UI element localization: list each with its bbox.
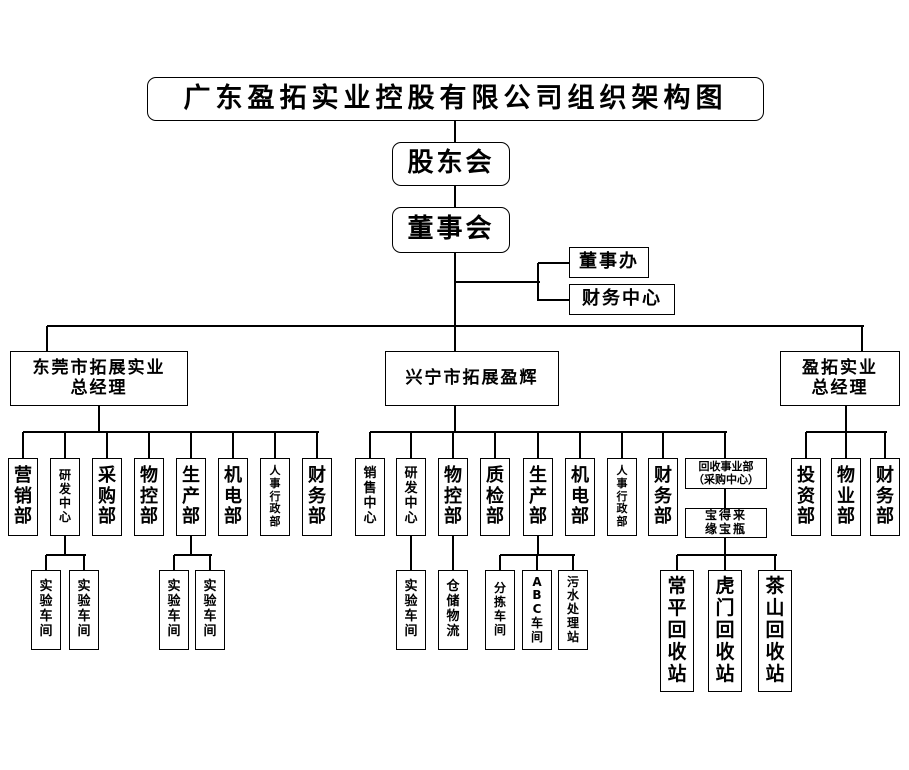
dept-box: 机电部: [218, 458, 248, 536]
connector-line: [662, 432, 664, 459]
connector-line: [410, 536, 412, 571]
connector-line: [805, 432, 807, 459]
connector-line: [45, 555, 47, 571]
sub-unit-box: 分拣车间: [485, 570, 515, 650]
connector-line: [724, 555, 726, 571]
connector-line: [106, 432, 108, 459]
dept-box: 研发中心: [396, 458, 426, 536]
connector-line: [64, 536, 66, 556]
recycle-division-box: 回收事业部 （采购中心）: [685, 458, 767, 489]
dept-box: 生产部: [176, 458, 206, 536]
recycle-sub-box: 宝得来 缘宝瓶: [685, 508, 767, 538]
connector-line: [677, 554, 777, 556]
connector-line: [884, 432, 886, 459]
dept-box: 营销部: [8, 458, 38, 536]
connector-line: [209, 555, 211, 571]
connector-line: [23, 431, 319, 433]
sub-unit-box: 实验车间: [159, 570, 189, 650]
connector-line: [845, 406, 847, 433]
connector-line: [572, 555, 574, 571]
dept-box: 机电部: [565, 458, 595, 536]
dept-box: 物控部: [134, 458, 164, 536]
sub-unit-box: 实验车间: [31, 570, 61, 650]
finance-center-box: 财务中心: [569, 284, 675, 315]
connector-line: [370, 431, 727, 433]
branch-xingning-box: 兴宁市拓展盈辉: [385, 351, 559, 406]
connector-line: [536, 555, 538, 571]
connector-line: [455, 281, 540, 283]
recycle-station-box: 常平回收站: [660, 570, 694, 692]
connector-line: [64, 432, 66, 459]
connector-line: [494, 432, 496, 459]
connector-line: [454, 406, 456, 433]
connector-line: [22, 432, 24, 459]
connector-line: [46, 554, 86, 556]
connector-line: [454, 326, 456, 352]
connector-line: [274, 432, 276, 459]
connector-line: [676, 555, 678, 571]
connector-line: [621, 432, 623, 459]
connector-line: [190, 432, 192, 459]
shareholders-box: 股东会: [392, 142, 510, 186]
connector-line: [724, 432, 726, 459]
connector-line: [499, 555, 501, 571]
connector-line: [537, 263, 539, 301]
dept-box: 投资部: [791, 458, 821, 536]
dept-box: 生产部: [523, 458, 553, 536]
connector-line: [174, 554, 212, 556]
branch-dongguan-box: 东莞市拓展实业 总经理: [10, 351, 188, 406]
dept-box: 采购部: [92, 458, 122, 536]
chart-title: 广东盈拓实业控股有限公司组织架构图: [147, 77, 764, 121]
connector-line: [148, 432, 150, 459]
recycle-station-box: 茶山回收站: [758, 570, 792, 692]
connector-line: [46, 326, 48, 352]
sub-unit-box: ABC车间: [522, 570, 552, 650]
connector-line: [83, 555, 85, 571]
connector-line: [454, 253, 456, 327]
dept-box: 研发中心: [50, 458, 80, 536]
connector-line: [861, 326, 863, 352]
connector-line: [452, 432, 454, 459]
sub-unit-box: 实验车间: [69, 570, 99, 650]
connector-line: [538, 262, 571, 264]
dept-box: 人事行政部: [607, 458, 637, 536]
connector-line: [316, 432, 318, 459]
recycle-station-box: 虎门回收站: [708, 570, 742, 692]
connector-line: [190, 536, 192, 556]
sub-unit-box: 仓储物流: [438, 570, 468, 650]
connector-line: [579, 432, 581, 459]
board-office-box: 董事办: [569, 247, 649, 278]
connector-line: [774, 555, 776, 571]
dept-box: 物业部: [831, 458, 861, 536]
dept-box: 质检部: [480, 458, 510, 536]
dept-box: 人事行政部: [260, 458, 290, 536]
connector-line: [232, 432, 234, 459]
board-box: 董事会: [392, 207, 510, 253]
sub-unit-box: 实验车间: [396, 570, 426, 650]
connector-line: [454, 186, 456, 208]
connector-line: [452, 536, 454, 571]
dept-box: 财务部: [302, 458, 332, 536]
connector-line: [537, 432, 539, 459]
dept-box: 物控部: [438, 458, 468, 536]
connector-line: [173, 555, 175, 571]
connector-line: [724, 489, 726, 509]
connector-line: [724, 538, 726, 556]
connector-line: [538, 299, 571, 301]
connector-line: [537, 536, 539, 556]
dept-box: 财务部: [648, 458, 678, 536]
branch-yingtuo-box: 盈拓实业 总经理: [780, 351, 900, 406]
sub-unit-box: 实验车间: [195, 570, 225, 650]
connector-line: [369, 432, 371, 459]
dept-box: 销售中心: [355, 458, 385, 536]
dept-box: 财务部: [870, 458, 900, 536]
sub-unit-box: 污水处理站: [558, 570, 588, 650]
connector-line: [98, 406, 100, 433]
connector-line: [454, 121, 456, 143]
connector-line: [845, 432, 847, 459]
connector-line: [410, 432, 412, 459]
